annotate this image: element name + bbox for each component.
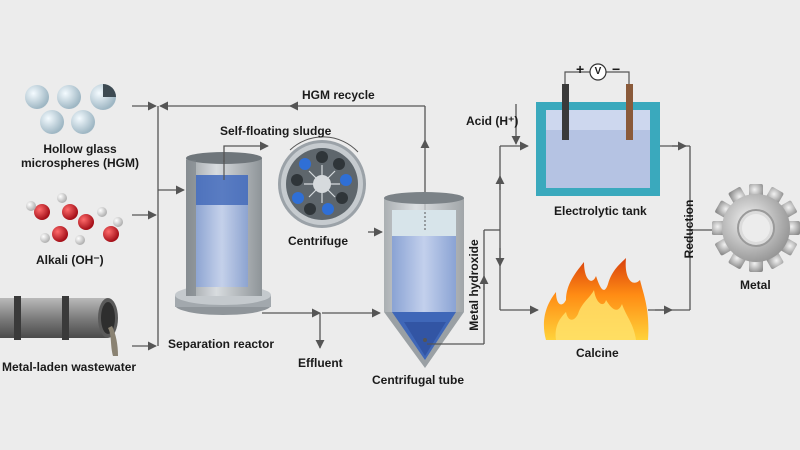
effluent-line (262, 308, 381, 349)
cathode-minus-label: − (612, 61, 621, 77)
hgm-microspheres-icon (25, 84, 116, 134)
metal-gear-icon (712, 184, 800, 272)
voltmeter-label: V (594, 66, 602, 77)
centrifugal-tube-label: Centrifugal tube (372, 373, 464, 387)
centrifuge-label: Centrifuge (288, 234, 348, 248)
electrolytic-tank (536, 63, 660, 196)
electrolytic-tank-label: Electrolytic tank (554, 204, 647, 218)
metal-hydroxide-line (427, 104, 539, 345)
anode-plus-label: + (576, 61, 585, 77)
alkali-label: Alkali (OH⁻) (36, 253, 104, 267)
centrifuge-icon (278, 136, 383, 237)
hgm-label-line2: microspheres (HGM) (20, 156, 140, 170)
reduction-label: Reduction (682, 199, 696, 259)
acid-label: Acid (H⁺) (466, 114, 519, 128)
self-floating-sludge-label: Self-floating sludge (220, 124, 332, 138)
alkali-molecules-icon (26, 193, 123, 245)
metal-label: Metal (740, 278, 771, 292)
calcine-label: Calcine (576, 346, 619, 360)
centrifugal-tube (384, 192, 464, 368)
separation-reactor-label: Separation reactor (168, 337, 275, 351)
metal-hydroxide-label: Metal hydroxide (467, 239, 481, 331)
hgm-recycle-label: HGM recycle (302, 88, 375, 102)
calcine-fire-icon (543, 258, 649, 340)
hgm-label: Hollow glass microspheres (HGM) (14, 142, 146, 170)
input-flow-lines (132, 101, 185, 351)
effluent-label: Effluent (298, 356, 343, 370)
wastewater-label: Metal-laden wastewater (2, 360, 137, 374)
separation-reactor (175, 141, 271, 315)
hgm-label-line1: Hollow glass (43, 142, 117, 156)
wastewater-pipe-icon (0, 296, 118, 356)
